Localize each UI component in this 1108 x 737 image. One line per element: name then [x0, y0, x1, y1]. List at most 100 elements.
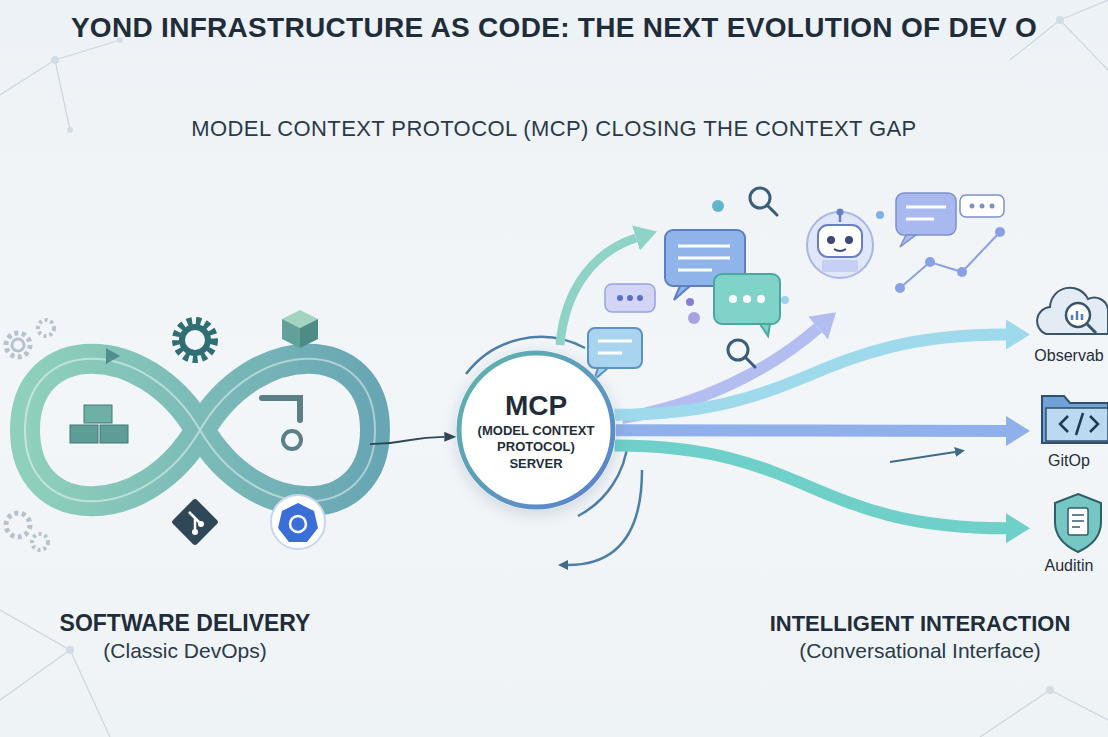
chat-bubbles-part	[743, 295, 751, 303]
robot-icon-part	[837, 209, 844, 216]
node-heading: GitOp	[1048, 451, 1090, 471]
line-chart-icon-part	[957, 267, 967, 277]
devops-infinity-loop	[25, 348, 375, 512]
server-ring-outline	[459, 353, 613, 507]
network-lines-part	[980, 690, 1108, 737]
decorative-dots-part	[686, 298, 694, 306]
network-lines-part-part	[66, 646, 74, 654]
robot-icon-part	[818, 225, 862, 257]
node-heading: MCP	[505, 388, 567, 423]
chat-bubbles-part	[757, 295, 765, 303]
icon-node: Auditin	[1030, 490, 1108, 582]
git-symbol-part	[192, 529, 198, 535]
kubernetes-symbol-part	[278, 503, 318, 542]
subtitle-label: MODEL CONTEXT PROTOCOL (MCP) CLOSING THE…	[0, 116, 1108, 142]
teal-gear-part	[176, 321, 214, 359]
chat-bubbles-part	[605, 284, 655, 312]
kubernetes-symbol	[271, 495, 325, 549]
observability-icon-part	[1066, 303, 1090, 327]
flow-arrow	[614, 446, 1006, 529]
chat-bubbles-part	[617, 295, 623, 301]
network-lines-part-part	[51, 56, 59, 64]
gear-icons-part	[32, 534, 48, 550]
line-chart-icon-part	[925, 257, 935, 267]
network-lines-part	[1060, 0, 1108, 20]
chat-bubbles-part	[990, 204, 995, 209]
kubernetes-symbol-part	[271, 495, 325, 549]
auditing-shield-icon-part	[1072, 515, 1084, 527]
gear-icons-part	[38, 320, 54, 336]
lego-blocks	[70, 405, 128, 443]
gitops-folder-icon-part	[1060, 413, 1098, 435]
chat-bubbles-part	[760, 324, 770, 336]
chat-bubbles-part	[729, 295, 737, 303]
chat-bubbles-part	[980, 204, 985, 209]
chat-bubbles-part	[896, 193, 956, 235]
stage-group: INTELLIGENT INTERACTION(Conversational I…	[735, 590, 1105, 670]
teal-gear-part	[182, 327, 208, 353]
git-symbol	[171, 498, 219, 546]
teal-gear	[176, 321, 214, 359]
chat-bubbles-part	[960, 195, 1004, 217]
magnifier-icons	[728, 188, 777, 367]
auditing-shield-icon-part	[1068, 508, 1088, 535]
magnifier-icons-part	[745, 357, 755, 367]
observability-icon	[1037, 288, 1108, 334]
flow-arrow	[616, 424, 1006, 437]
gear-icons	[6, 320, 54, 550]
devops-infinity-loop-part	[25, 359, 375, 502]
git-symbol-part	[171, 498, 219, 546]
gear-icons-part	[12, 339, 24, 351]
decorative-dots	[686, 200, 884, 324]
chat-bubbles-part	[970, 204, 975, 209]
chat-bubbles-part	[674, 286, 690, 300]
auditing-shield-icon	[1055, 494, 1101, 552]
chat-bubbles	[588, 193, 1004, 380]
network-lines-part-part	[1056, 16, 1064, 24]
node-heading: Observab	[1034, 346, 1103, 366]
line-chart-icon-part	[900, 232, 1000, 288]
stage-group: SOFTWARE DELIVERY(Classic DevOps)	[0, 250, 370, 670]
flow-arrows-part	[890, 452, 955, 462]
network-lines-part	[0, 40, 120, 95]
robot-icon-part	[807, 212, 873, 278]
decorative-dots-part	[876, 211, 884, 219]
node-subtext: (Conversational Interface)	[799, 638, 1041, 664]
icon-node: GitOp	[1030, 385, 1108, 477]
flow-arrow	[615, 335, 1006, 415]
network-lines-part	[55, 60, 70, 130]
line-chart-icon-part	[895, 283, 905, 293]
pipeline-tool-part	[283, 431, 301, 449]
node-heading: INTELLIGENT INTERACTION	[770, 610, 1071, 638]
gitops-folder-icon-part	[1046, 408, 1108, 441]
diagram-title: YOND INFRASTRUCTURE AS CODE: THE NEXT EV…	[0, 12, 1108, 44]
decorative-dots-part	[712, 200, 724, 212]
node-subtext: (Classic DevOps)	[103, 638, 266, 664]
chat-bubbles-part	[678, 246, 730, 270]
robot-icon-part	[822, 260, 858, 272]
observability-icon-part	[1037, 288, 1108, 334]
lego-blocks-part	[84, 405, 112, 423]
network-lines-part-part	[1046, 686, 1054, 694]
gear-icons-part	[6, 333, 30, 357]
robot-icon-part	[845, 236, 853, 244]
robot-icon	[807, 209, 873, 279]
line-chart-icon	[895, 227, 1005, 293]
network-lines-part-part	[67, 127, 73, 133]
kubernetes-symbol-part	[290, 516, 306, 532]
auditing-shield-icon-part	[1055, 494, 1101, 552]
node-subtext: (MODEL CONTEXT PROTOCOL) SERVER	[474, 423, 599, 472]
flow-connector	[370, 437, 444, 444]
magnifier-icons-part	[767, 205, 777, 215]
devops-infinity-loop-part	[25, 359, 375, 502]
decorative-dots-part	[688, 312, 700, 324]
git-symbol-part	[198, 521, 204, 527]
robot-icon-part	[827, 236, 835, 244]
package-cube	[282, 310, 318, 348]
devops-infinity-loop-part	[106, 348, 120, 364]
pipeline-tool-part	[262, 398, 300, 420]
server-circle: MCP(MODEL CONTEXT PROTOCOL) SERVER	[456, 350, 616, 510]
chat-bubbles-part	[627, 295, 633, 301]
